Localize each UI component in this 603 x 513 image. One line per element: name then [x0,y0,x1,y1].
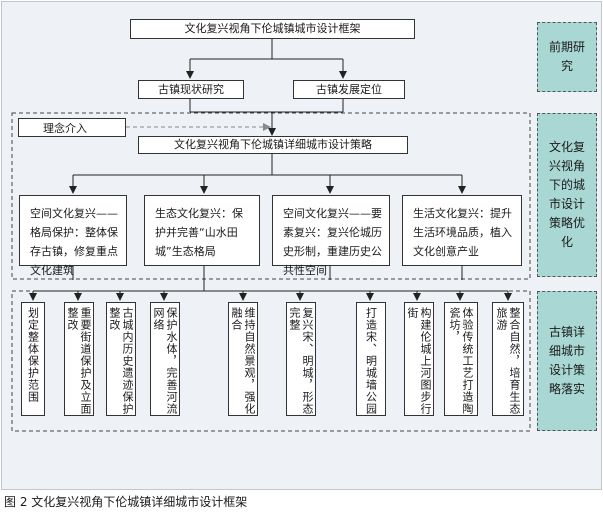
action-protection-scope: 划定整体保护范围 [21,302,45,416]
action-historic-relics: 古城内历史遗迹保护整改 [106,302,136,416]
current-status-research-box: 古镇现状研究 [138,80,244,99]
action-street-facade: 重要街道保护及立面整改 [64,302,94,416]
strategy-ecological: 生态文化复兴：保护并完善“山水田城”生态格局 [144,195,260,266]
strategy-spatial-elements: 空间文化复兴——要素复兴：复兴伦城历史形制，重建历史公共性空间 [272,195,390,277]
strategy-living: 生活文化复兴：提升生活环境品质，植入文化创意产业 [402,195,522,266]
strategy-spatial-pattern: 空间文化复兴——格局保护：整体保存古镇，修复重点文化建筑 [19,195,127,277]
action-revive-city-form: 复兴宋、明城，形态完整 [286,302,316,416]
strategy-section-frame [11,112,531,280]
action-city-wall-park: 打造宋、明城墙公园 [356,302,386,416]
side-label-strategy-optimization: 文化复兴视角下的城市设计策略优化 [537,113,597,277]
idea-intervention-box: 理念介入 [18,118,126,137]
action-natural-landscape: 维持自然景观，强化融合 [228,302,258,416]
side-label-strategy-implementation: 古镇详细城市设计策略落实 [537,291,597,431]
action-eco-tourism: 整合自然，培育生态旅游 [492,302,524,416]
detailed-strategy-box: 文化复兴视角下伦城镇详细城市设计策略 [138,136,408,154]
framework-title-box: 文化复兴视角下伦城镇城市设计框架 [130,19,415,39]
side-label-preliminary-research: 前期研究 [537,22,597,92]
action-water-network: 保护水体，完善河流网络 [150,302,180,416]
figure-caption: 图 2 文化复兴视角下伦城镇详细城市设计框架 [4,495,248,509]
development-positioning-box: 古镇发展定位 [293,80,405,99]
action-ceramic-workshop: 体验传统工艺打造陶瓷坊， [444,302,478,416]
action-pedestrian-street: 构建伦城上河图步行街 [404,302,434,416]
